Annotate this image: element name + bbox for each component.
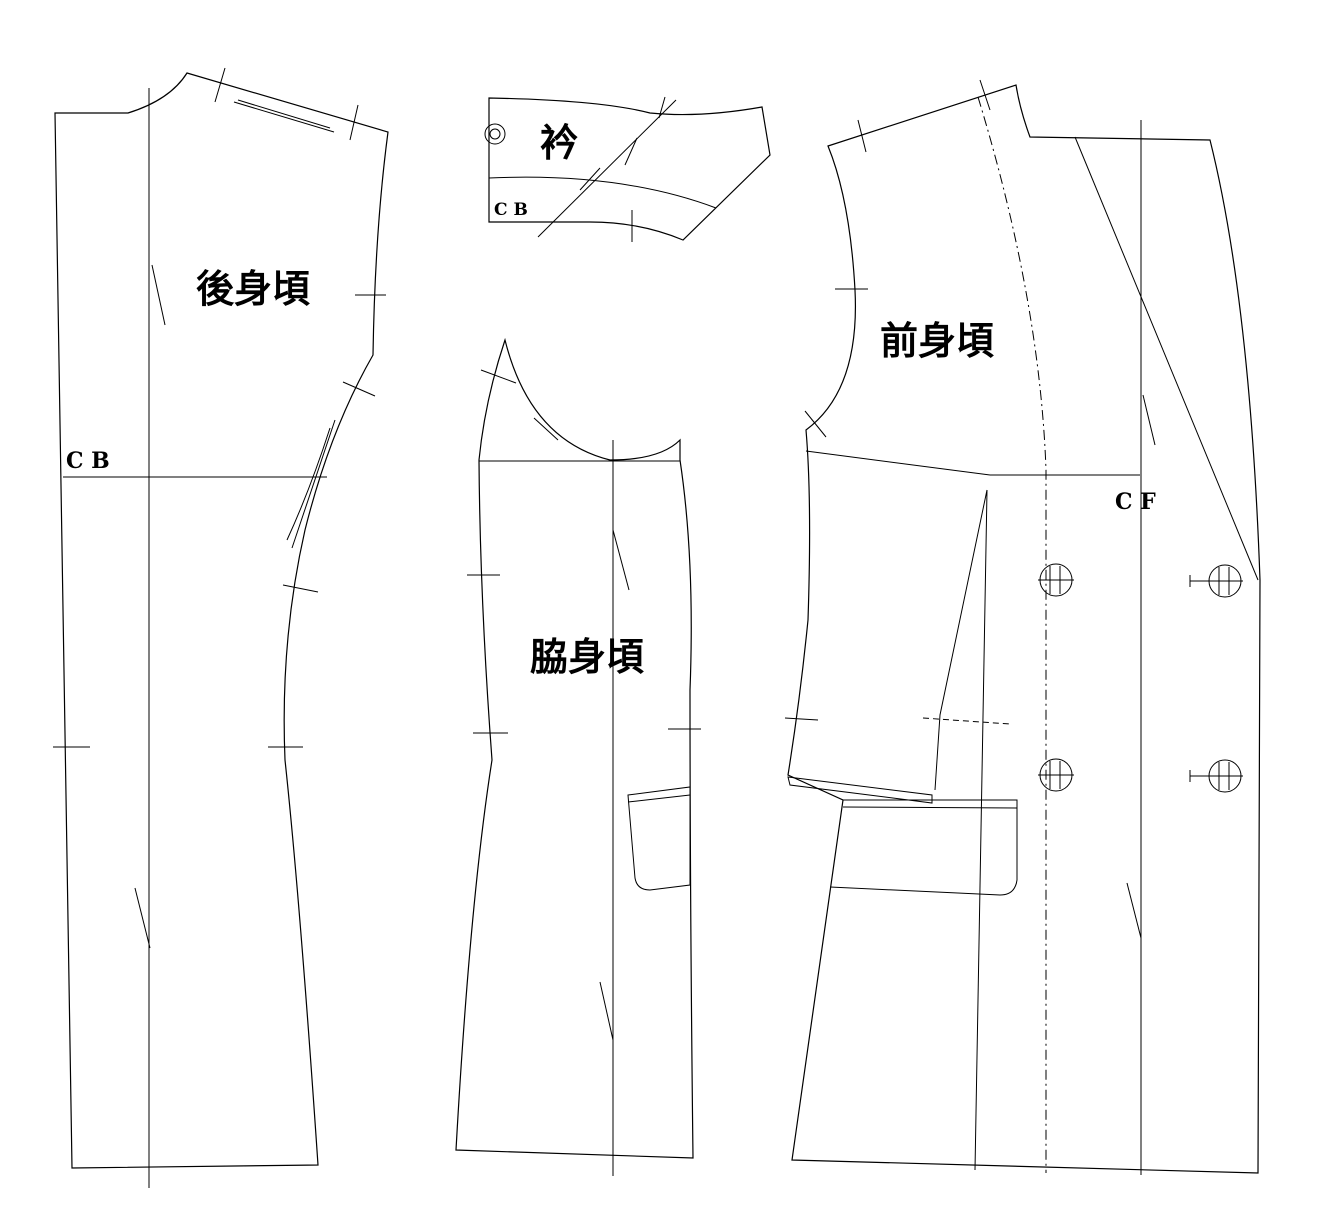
back-side-curve [286,427,331,541]
back-shoulder-dart [237,99,331,129]
front-bodice-label: 前身頃 [880,318,994,363]
back-notch [282,584,319,593]
front-pocket [829,799,1018,896]
collar-roll-line [488,176,717,209]
collar-cb-label: C B [494,200,528,220]
front-upper-outline [787,84,1261,1174]
back-bodice-piece: 後身頃 C B [53,67,389,1188]
front-notch [922,717,1011,725]
front-bodice-piece: 前身頃 C F [784,79,1261,1175]
front-notch [979,79,991,111]
collar-hole-marker [484,123,506,145]
back-grain [134,887,151,949]
side-pocket-flap [627,786,691,891]
front-waist-dart [934,489,988,1171]
button-marker [1038,758,1074,792]
side-bodice-outline [455,337,694,1159]
side-bodice-label: 脇身頃 [530,634,644,679]
collar-notch [579,167,601,191]
side-notch [533,417,559,441]
front-waist-line [805,450,991,476]
back-notch [349,104,359,141]
front-notch [804,410,827,438]
button-marker [1038,563,1074,597]
back-cb-label: C B [66,448,110,474]
collar-hole-marker [489,128,501,140]
side-bodice-piece: 脇身頃 [455,337,701,1176]
back-side-curve [291,419,336,549]
front-lapel-roll-line [1074,136,1259,581]
collar-label: 衿 [540,120,578,165]
collar-outline [488,97,771,241]
collar-notch [624,137,638,166]
back-bodice-outline [54,72,389,1169]
front-notch [857,119,867,153]
front-grain [1142,394,1156,446]
side-grain [599,981,614,1041]
front-notch [784,717,819,721]
back-notch [214,67,226,103]
side-grain [612,529,630,591]
front-cf-label: C F [1115,489,1156,515]
side-notch [480,369,517,384]
front-pocket-welt [842,806,1018,809]
button-marker [1189,564,1243,598]
front-grain [1126,882,1142,939]
front-facing-line [977,96,1047,1173]
back-shoulder-dart [233,101,335,133]
back-grain [151,264,166,326]
collar-piece: 衿 C B [484,96,771,242]
back-notch [342,381,376,397]
collar-bias-line [537,99,677,238]
collar-notch [658,96,666,119]
button-marker [1189,759,1243,793]
back-bodice-label: 後身頃 [196,266,310,311]
front-hem-band [787,776,933,804]
side-pocket-welt [627,794,691,803]
